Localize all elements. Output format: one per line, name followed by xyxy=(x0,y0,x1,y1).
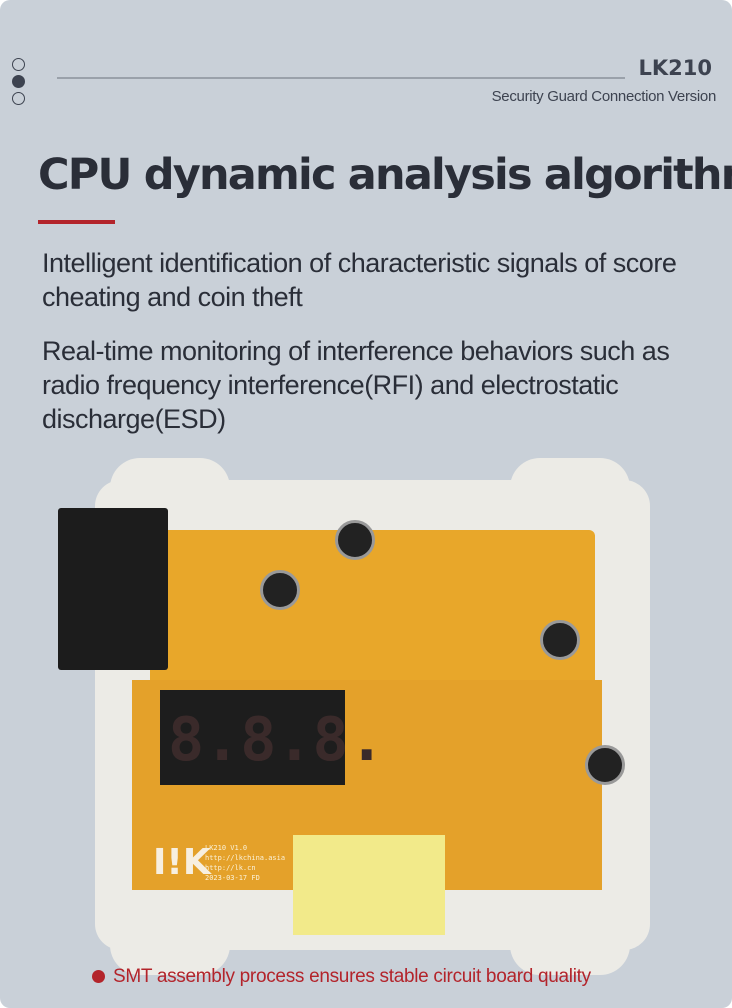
terminal-connector xyxy=(58,508,168,670)
caption: SMT assembly process ensures stable circ… xyxy=(92,966,591,988)
feature-text-1: Intelligent identification of characteri… xyxy=(42,248,677,312)
page-title: CPU dynamic analysis algorithm xyxy=(38,150,732,200)
version-label: Security Guard Connection Version xyxy=(491,88,717,105)
pager-dot-3[interactable] xyxy=(12,92,25,105)
board-logo: I!K xyxy=(153,842,211,883)
title-accent-bar xyxy=(38,220,115,224)
feature-text-2: Real-time monitoring of interference beh… xyxy=(42,336,670,434)
relay xyxy=(293,835,445,935)
pager-dot-1[interactable] xyxy=(12,58,25,71)
display-digits: 8.8.8. xyxy=(168,705,385,775)
header-divider xyxy=(57,77,625,79)
seven-segment-display xyxy=(160,690,345,785)
pager-dot-2-active[interactable] xyxy=(12,75,25,88)
model-name: LK210 xyxy=(638,56,713,80)
